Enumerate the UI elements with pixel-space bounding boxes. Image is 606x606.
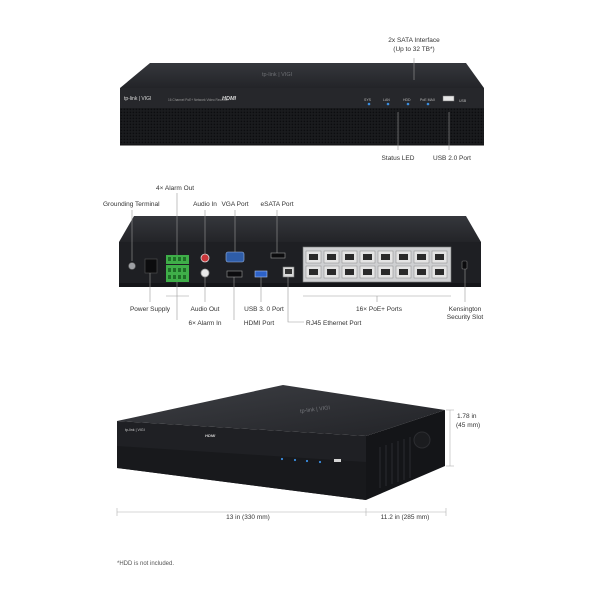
front-grill xyxy=(120,108,484,145)
poe-port xyxy=(341,250,358,264)
label-poe: 16× PoE+ Ports xyxy=(356,306,402,313)
poe-port-socket xyxy=(309,254,318,260)
led-label-poe: PoE MAX xyxy=(420,98,436,102)
poe-port xyxy=(323,265,340,279)
poe-port xyxy=(395,250,412,264)
perspective-side xyxy=(366,410,445,500)
led-sys xyxy=(367,102,371,106)
nvr-front-view xyxy=(120,58,484,150)
label-audio-in: Audio In xyxy=(193,201,217,208)
alarm-in-terminal xyxy=(166,265,189,282)
poe-port-socket xyxy=(435,269,444,275)
label-usb3: USB 3. 0 Port xyxy=(244,306,284,313)
label-alarm-in: 6× Alarm In xyxy=(188,320,222,327)
dim-height-line1: 1.78 in xyxy=(457,413,477,420)
rj45-uplink-port xyxy=(282,266,295,278)
label-vga: VGA Port xyxy=(221,201,249,208)
poe-port-socket xyxy=(327,254,336,260)
poe-port-socket xyxy=(435,254,444,260)
poe-port-socket xyxy=(345,269,354,275)
poe-port xyxy=(395,265,412,279)
poe-port-socket xyxy=(399,269,408,275)
footnote: *HDD is not included. xyxy=(117,561,175,567)
poe-port-block xyxy=(302,246,452,283)
front-usb-port xyxy=(442,95,455,102)
poe-port-socket xyxy=(399,254,408,260)
front-brand-text: tp-link | VIGI xyxy=(124,96,152,102)
perspective-hdmi-logo: HDMI xyxy=(205,433,216,438)
poe-port xyxy=(359,265,376,279)
poe-port-socket xyxy=(327,269,336,275)
dim-depth: 11.2 in (285 mm) xyxy=(380,514,430,521)
perspective-lid-brand: tp-link | VIGI xyxy=(299,405,331,415)
poe-port xyxy=(305,265,322,279)
poe-port-socket xyxy=(363,254,372,260)
label-esata: eSATA Port xyxy=(260,201,294,208)
label-grounding: Grounding Terminal xyxy=(103,201,160,208)
label-kensington-1: Kensington xyxy=(448,306,482,313)
label-kensington-2: Security Slot xyxy=(446,314,484,321)
label-rj45: RJ45 Ethernet Port xyxy=(306,320,362,327)
vga-port xyxy=(225,251,245,263)
poe-port-socket xyxy=(381,269,390,275)
poe-port-socket xyxy=(309,269,318,275)
perspective-lid xyxy=(117,385,445,436)
lid-brand-text: tp-link | VIGI xyxy=(262,72,293,78)
alarm-out-terminal xyxy=(166,255,189,264)
poe-port-socket xyxy=(417,254,426,260)
label-power: Power Supply xyxy=(129,306,171,313)
front-usb-text: USB xyxy=(459,99,467,103)
label-alarm-out: 4× Alarm Out xyxy=(156,185,195,192)
poe-port xyxy=(359,250,376,264)
perspective-front-brand: tp-link | VIGI xyxy=(125,428,145,432)
led-poe xyxy=(426,102,430,106)
led-label-hdd: HDD xyxy=(403,98,411,102)
poe-port-socket xyxy=(345,254,354,260)
poe-port xyxy=(305,250,322,264)
label-hdmi: HDMI Port xyxy=(243,320,275,327)
label-status-led: Status LED xyxy=(381,155,415,162)
front-hdmi-logo: HDMI xyxy=(222,96,237,102)
kensington-slot xyxy=(461,260,468,270)
label-usb2: USB 2.0 Port xyxy=(433,155,471,162)
hdmi-port xyxy=(226,270,243,278)
label-sata-line1: 2x SATA Interface xyxy=(388,37,440,44)
perspective-front xyxy=(117,421,366,500)
usb3-port xyxy=(254,270,268,278)
front-panel-band xyxy=(120,88,484,108)
front-top-lid xyxy=(120,63,484,88)
poe-port xyxy=(341,265,358,279)
poe-port xyxy=(431,265,448,279)
poe-port-socket xyxy=(417,269,426,275)
poe-port xyxy=(413,250,430,264)
rear-panel xyxy=(119,242,481,283)
esata-port xyxy=(270,252,286,259)
led-lan xyxy=(386,102,390,106)
poe-port-socket xyxy=(363,269,372,275)
led-hdd xyxy=(406,102,410,106)
grounding-screw xyxy=(128,262,136,270)
label-audio-out: Audio Out xyxy=(190,306,220,313)
audio-out-jack xyxy=(200,268,210,278)
audio-in-jack xyxy=(200,253,210,263)
power-jack xyxy=(144,258,158,274)
dim-width: 13 in (330 mm) xyxy=(226,514,270,521)
poe-port-socket xyxy=(381,254,390,260)
poe-port xyxy=(377,265,394,279)
poe-port xyxy=(323,250,340,264)
poe-port xyxy=(413,265,430,279)
front-model-text: 16 Channel PoE+ Network Video Recorder xyxy=(168,98,229,102)
dim-height-line2: (45 mm) xyxy=(456,422,481,429)
poe-port xyxy=(377,250,394,264)
led-label-lan: LAN xyxy=(383,98,390,102)
label-sata-line2: (Up to 32 TB*) xyxy=(393,46,435,53)
poe-port xyxy=(431,250,448,264)
led-label-sys: SYS xyxy=(364,98,372,102)
